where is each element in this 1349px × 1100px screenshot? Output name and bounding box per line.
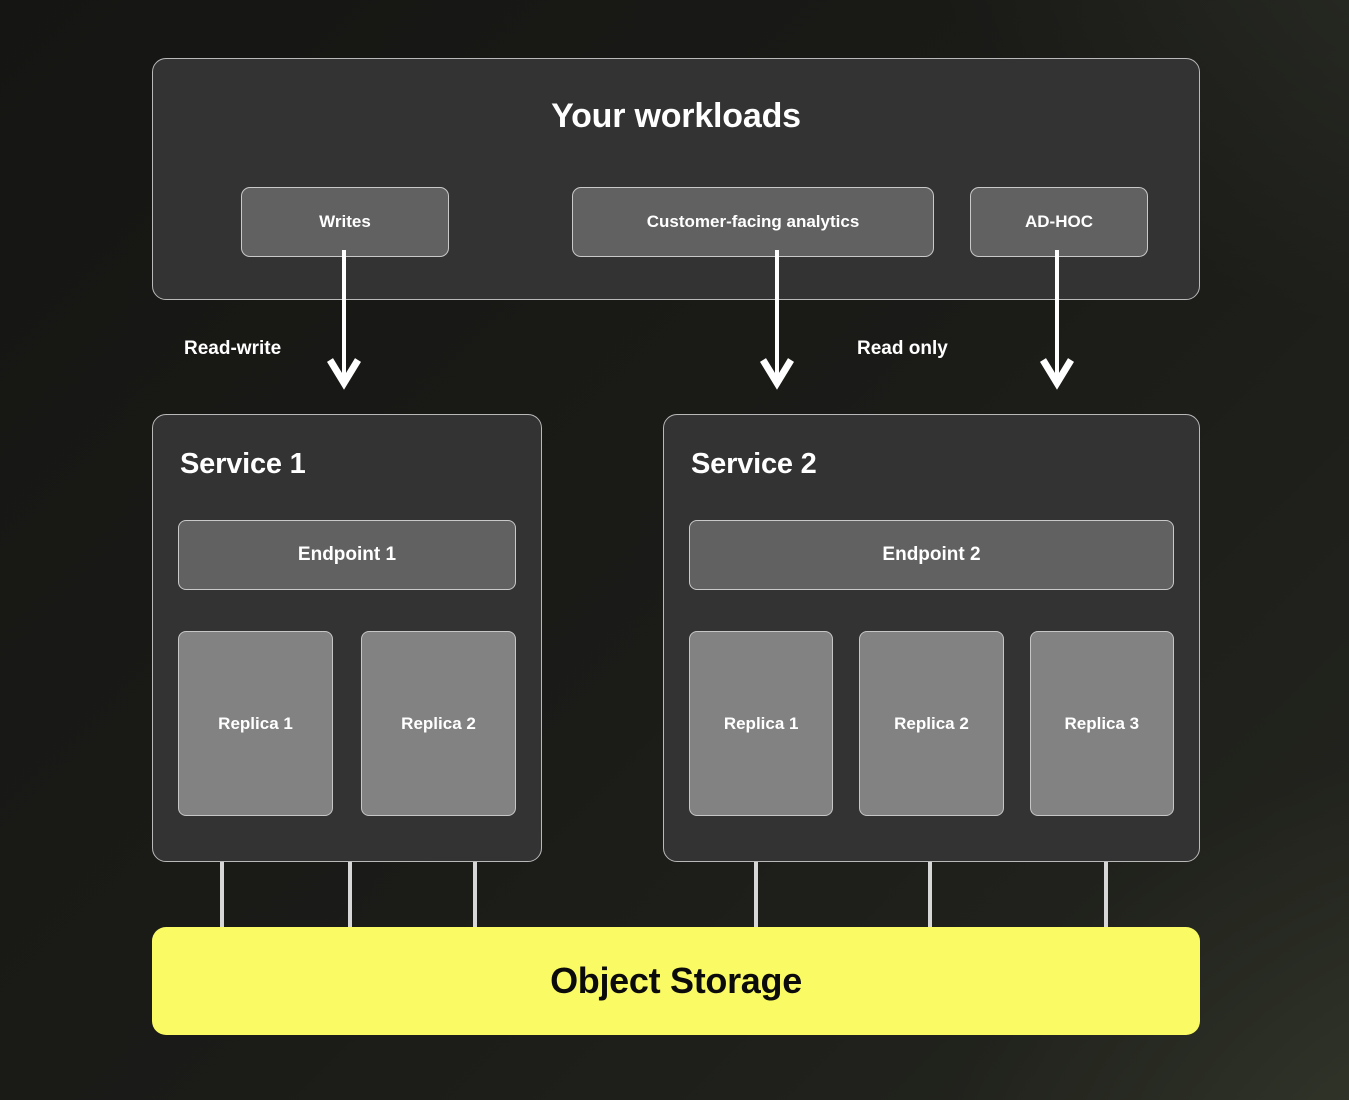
service-1-endpoint[interactable]: Endpoint 1 (178, 520, 516, 590)
connector-service-2-a (754, 862, 758, 929)
edge-label-read-write: Read-write (184, 338, 282, 359)
connector-service-1-a (220, 862, 224, 929)
service-2-replica-2[interactable]: Replica 2 (859, 631, 1004, 816)
object-storage-panel: Object Storage (152, 927, 1200, 1035)
service-2-replica-row: Replica 1 Replica 2 Replica 3 (689, 631, 1174, 816)
service-1-title: Service 1 (180, 448, 306, 480)
edge-label-read-only: Read only (857, 338, 948, 359)
service-1-panel: Service 1 Endpoint 1 Replica 1 Replica 2 (152, 414, 542, 862)
connector-service-1-b (348, 862, 352, 929)
service-2-replica-3[interactable]: Replica 3 (1029, 631, 1174, 816)
service-1-replica-1[interactable]: Replica 1 (178, 631, 333, 816)
service-2-title: Service 2 (691, 448, 817, 480)
workloads-title: Your workloads (551, 97, 801, 135)
connector-service-2-b (928, 862, 932, 929)
workload-chip-writes[interactable]: Writes (241, 187, 449, 257)
service-1-replica-2[interactable]: Replica 2 (361, 631, 516, 816)
service-2-panel: Service 2 Endpoint 2 Replica 1 Replica 2… (663, 414, 1200, 862)
service-2-endpoint[interactable]: Endpoint 2 (689, 520, 1174, 590)
arrow-down-icon-writes (327, 250, 361, 390)
workload-chip-customer-facing-analytics[interactable]: Customer-facing analytics (572, 187, 934, 257)
workload-chip-ad-hoc[interactable]: AD-HOC (970, 187, 1148, 257)
service-2-replica-1[interactable]: Replica 1 (689, 631, 834, 816)
workloads-panel: Your workloads Writes Customer-facing an… (152, 58, 1200, 300)
arrow-down-icon-analytics (760, 250, 794, 390)
connector-service-1-c (473, 862, 477, 929)
service-1-replica-row: Replica 1 Replica 2 (178, 631, 516, 816)
object-storage-label: Object Storage (550, 960, 802, 1001)
connector-service-2-c (1104, 862, 1108, 929)
arrow-down-icon-ad-hoc (1040, 250, 1074, 390)
